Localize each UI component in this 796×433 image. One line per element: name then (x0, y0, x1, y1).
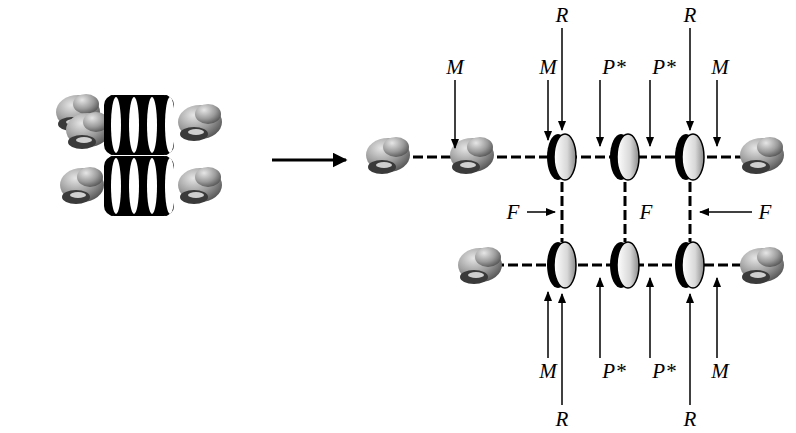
linker-dna (385, 157, 765, 265)
site-label: M (446, 57, 464, 78)
site-label: M (539, 361, 557, 382)
site-label: P* (652, 361, 675, 382)
site-label: R (556, 5, 569, 26)
site-label: P* (602, 361, 625, 382)
site-label: P* (602, 57, 625, 78)
site-label: F (759, 202, 772, 223)
condensed-chromatin (56, 94, 222, 216)
nucleosomes (366, 134, 784, 288)
site-label: F (640, 202, 653, 223)
site-label: M (539, 57, 557, 78)
site-label: R (684, 5, 697, 26)
site-label: M (711, 57, 729, 78)
transition-arrow (272, 159, 346, 162)
site-label: R (556, 409, 569, 430)
site-label: R (684, 409, 697, 430)
site-label: F (507, 202, 520, 223)
site-label: P* (652, 57, 675, 78)
site-label: M (711, 361, 729, 382)
site-arrows (455, 28, 752, 405)
